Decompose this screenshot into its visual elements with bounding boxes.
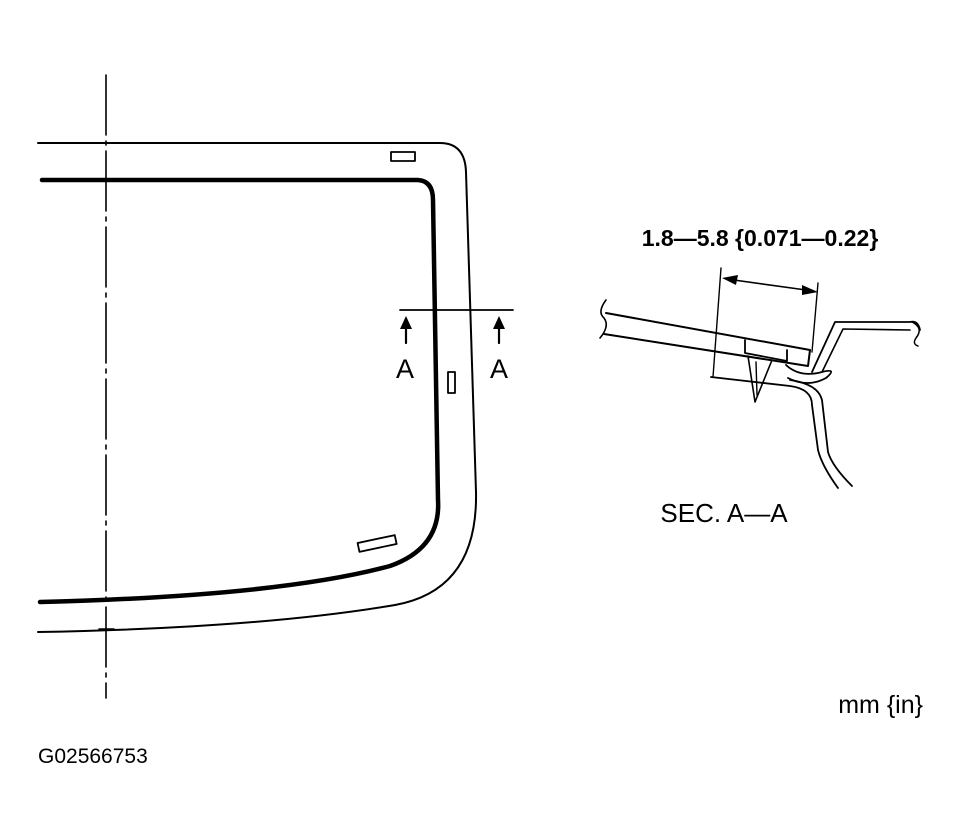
- bottom-spacer: [356, 534, 398, 553]
- outer-panel-inner: [821, 328, 911, 373]
- section-marker-right: A: [490, 354, 508, 384]
- section-marker-left: A: [396, 354, 414, 384]
- dimension-extension-right: [811, 282, 819, 353]
- glass-break-left: [599, 299, 608, 339]
- glass-edge: [37, 177, 441, 605]
- dimension-arrow: [722, 275, 818, 295]
- section-detail: 1.8—5.8 {0.071—0.22} SEC. A—A: [599, 225, 921, 528]
- outer-body-edge: [37, 142, 478, 633]
- spacer-block: [744, 339, 788, 362]
- dimension-extension-left: [712, 267, 722, 378]
- top-spacer: [390, 151, 416, 162]
- adhesive-bead-inner: [755, 361, 758, 396]
- body-flange-inner: [789, 379, 853, 487]
- dimension-label: 1.8—5.8 {0.071—0.22}: [642, 225, 879, 251]
- adhesive-bead: [747, 355, 773, 403]
- units-label: mm {in}: [838, 691, 923, 719]
- glass-front-view: A A: [37, 74, 514, 699]
- side-spacer: [447, 371, 456, 394]
- outer-panel: [811, 320, 921, 373]
- outer-panel-break: [911, 321, 920, 347]
- section-arrow-right: [493, 316, 505, 345]
- figure-id: G02566753: [38, 745, 148, 768]
- glass-panel: [603, 312, 811, 367]
- molding: [785, 364, 832, 384]
- section-title: SEC. A—A: [660, 498, 788, 528]
- body-flange: [710, 376, 839, 489]
- section-arrow-left: [400, 316, 412, 345]
